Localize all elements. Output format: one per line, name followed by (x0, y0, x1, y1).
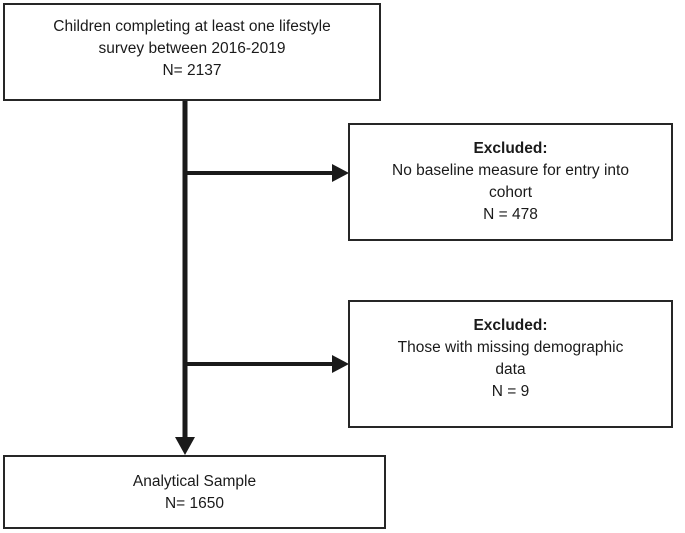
excluded-box-1: Excluded: No baseline measure for entry … (348, 123, 673, 241)
analytical-count: N= 1650 (164, 495, 225, 512)
excluded-box-2: Excluded: Those with missing demographic… (348, 300, 673, 428)
excluded-1-count: N = 478 (483, 206, 538, 223)
excluded-1-line-1: No baseline measure for entry into (392, 162, 629, 179)
analytical-label: Analytical Sample (132, 473, 257, 490)
branch-arrowhead-1-icon (332, 164, 349, 182)
excluded-1-line-2: cohort (488, 184, 533, 201)
cohort-count: N= 2137 (162, 62, 222, 79)
cohort-line-2: survey between 2016-2019 (98, 40, 286, 57)
excluded-1-heading: Excluded: (473, 140, 548, 157)
excluded-2-line-2: data (495, 361, 526, 378)
excluded-2-heading: Excluded: (473, 317, 548, 334)
trunk-arrowhead-icon (175, 437, 195, 455)
cohort-line-1: Children completing at least one lifesty… (53, 18, 331, 35)
branch-arrowhead-2-icon (332, 355, 349, 373)
analytical-sample-box: Analytical Sample N= 1650 (3, 455, 386, 529)
excluded-2-count: N = 9 (491, 383, 530, 400)
cohort-box: Children completing at least one lifesty… (3, 3, 381, 101)
excluded-2-line-1: Those with missing demographic (397, 339, 624, 356)
